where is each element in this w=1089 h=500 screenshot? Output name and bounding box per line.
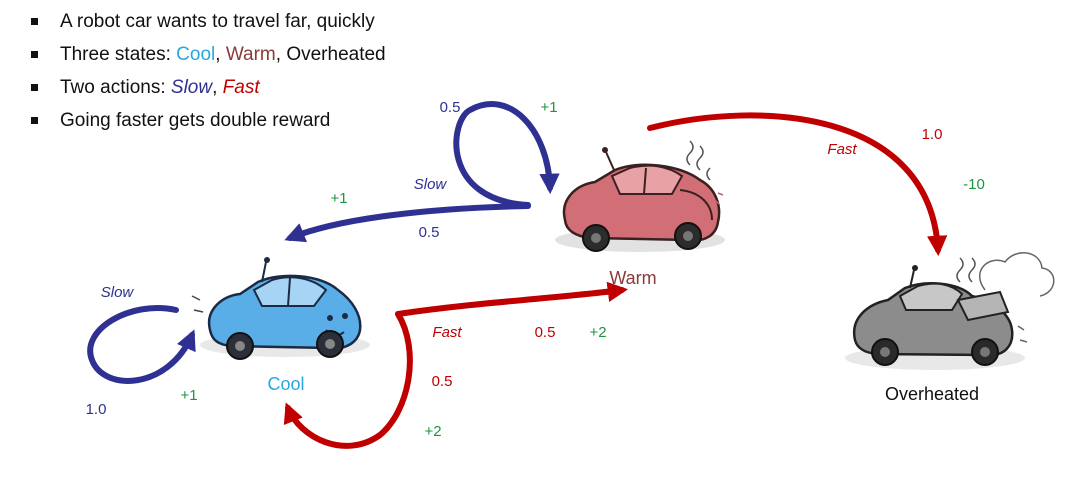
cool-slow-prob-label: 1.0 <box>86 401 107 418</box>
bullet-separator: , <box>275 44 287 65</box>
bullet-fast-word: Fast <box>222 77 260 98</box>
state-warm-label: Warm <box>609 268 656 288</box>
bullet-square-icon <box>31 51 38 58</box>
bullet-item: Three states: Cool, Warm, Overheated <box>30 41 386 74</box>
cool-slow-action-label: Slow <box>101 284 135 301</box>
cool-fast-self-reward-label: +2 <box>424 423 441 440</box>
bullet-item: A robot car wants to travel far, quickly <box>30 8 386 41</box>
warm-to-overheated-fast-arrow <box>647 112 948 257</box>
broken-gray-car-icon <box>845 252 1055 370</box>
bullet-square-icon <box>31 84 38 91</box>
bullet-warm-word: Warm <box>225 44 276 65</box>
bullet-text: Going faster gets double reward <box>60 110 331 131</box>
blue-car-icon <box>191 257 370 360</box>
warm-fast-action-label: Fast <box>827 141 857 158</box>
warm-slow-self-reward-label: +1 <box>540 99 557 116</box>
state-cool-label: Cool <box>267 374 304 394</box>
state-overheated-label: Overheated <box>885 384 979 404</box>
warm-to-cool-slow-arrow <box>284 203 531 243</box>
red-car-icon <box>555 140 725 252</box>
warm-fast-reward-label: -10 <box>963 176 985 193</box>
cool-slow-self-loop-arrow <box>87 305 196 384</box>
bullet-item: Two actions: Slow, Fast <box>30 74 386 107</box>
bullet-item: Going faster gets double reward <box>30 107 386 140</box>
bullet-text-prefix: Three states: <box>60 44 177 65</box>
bullet-text: A robot car wants to travel far, quickly <box>60 11 375 32</box>
bullet-overheated-word: Overheated <box>286 44 386 65</box>
bullet-slow-word: Slow <box>170 77 213 98</box>
warm-slow-action-label: Slow <box>414 176 448 193</box>
bullet-square-icon <box>31 117 38 124</box>
bullet-square-icon <box>31 18 38 25</box>
cool-fast-to-warm-prob-label: 0.5 <box>535 324 556 341</box>
warm-to-cool-prob-label: 0.5 <box>419 224 440 241</box>
warm-slow-self-loop-arrow <box>453 101 560 208</box>
cool-fast-self-prob-label: 0.5 <box>432 373 453 390</box>
warm-slow-self-prob-label: 0.5 <box>440 99 461 116</box>
bullet-text-prefix: Two actions: <box>60 77 171 98</box>
bullet-separator: , <box>215 44 226 65</box>
cool-to-warm-fast-arrow <box>395 281 629 317</box>
cool-fast-action-label: Fast <box>432 324 462 341</box>
bullet-separator: , <box>212 77 223 98</box>
cool-slow-reward-label: +1 <box>180 387 197 404</box>
cool-fast-self-loop-arrow <box>283 311 413 449</box>
warm-to-cool-reward-label: +1 <box>330 190 347 207</box>
transition-arrows <box>87 101 948 449</box>
bullet-cool-word: Cool <box>176 44 216 65</box>
cool-fast-to-warm-reward-label: +2 <box>589 324 606 341</box>
bullet-list: A robot car wants to travel far, quickly… <box>30 8 386 140</box>
warm-fast-prob-label: 1.0 <box>922 126 943 143</box>
